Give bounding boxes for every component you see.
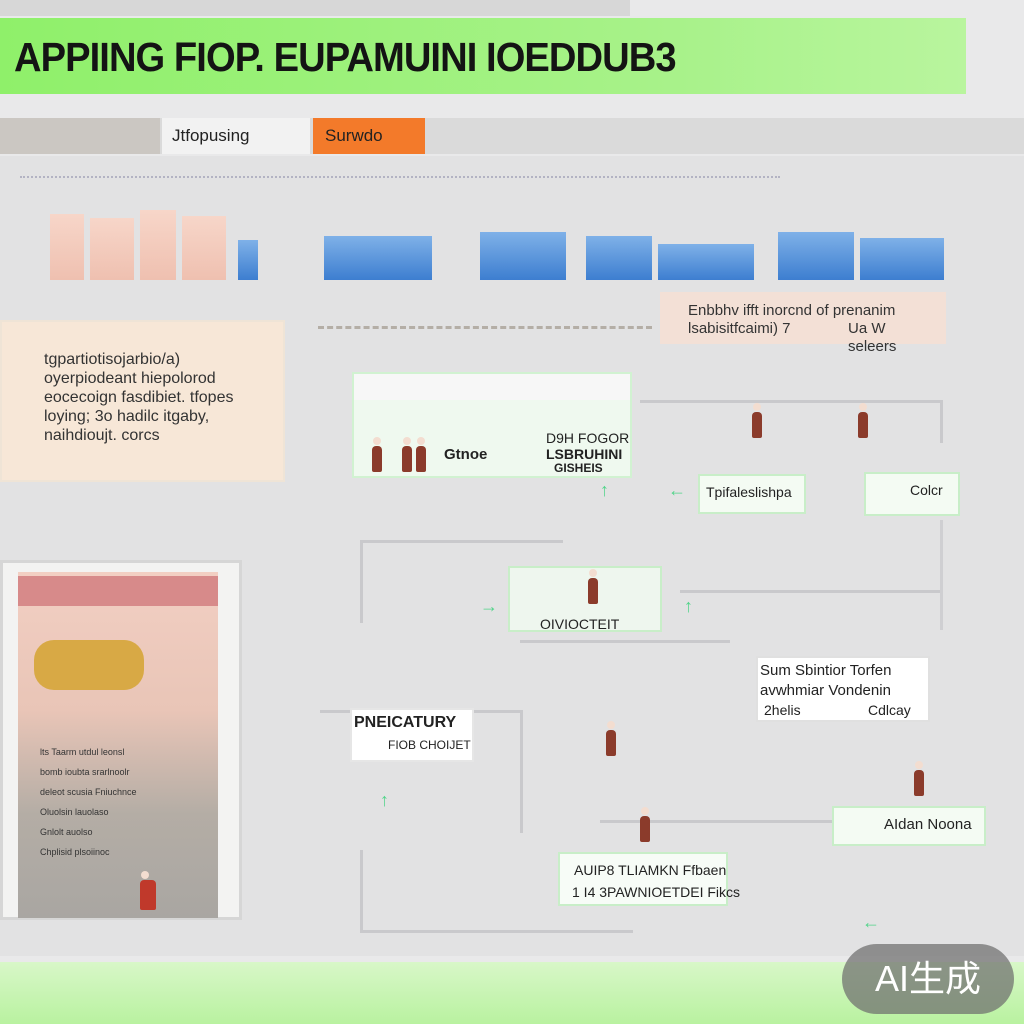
bar-decor <box>480 232 566 280</box>
node-label: D9H FOGOR <box>546 430 630 446</box>
node-label: 1 I4 3PAWNIOETDEI Fikcs <box>572 884 741 900</box>
divider <box>318 326 652 329</box>
node-top-center[interactable]: Gtnoe D9H FOGOR LSBRUHINI GISHEIS <box>352 372 632 478</box>
info-text: tgpartiotisojarbio/a) oyerpiodeant hiepo… <box>44 350 284 445</box>
node-right-b[interactable]: Colcr <box>864 472 960 516</box>
info-box <box>0 320 285 482</box>
node-bottom-center[interactable]: AUIP8 TLIAMKN Ffbaen 1 I4 3PAWNIOETDEI F… <box>558 852 740 906</box>
node-band <box>354 374 630 400</box>
picture-line: Gnlolt auolso <box>40 827 93 837</box>
info-line: tgpartiotisojarbio/a) <box>44 351 181 368</box>
illustration <box>18 572 218 918</box>
arrow-icon: ↑ <box>380 790 389 810</box>
person-icon <box>914 761 924 796</box>
bar-decor <box>50 214 84 280</box>
bar-decor <box>860 238 944 280</box>
person-icon <box>752 403 762 438</box>
info-line: eocecoign fasdibiet. tfopes <box>44 389 234 406</box>
node-label: AUIP8 TLIAMKN Ffbaen <box>574 862 727 878</box>
node-label: PNEICATURY <box>354 714 457 731</box>
tab-1[interactable]: Jtfopusing <box>162 118 310 154</box>
page-title: APPIING FIOP. EUPAMUINI IOEDDUB3 <box>14 34 677 80</box>
house-roof-illustration <box>18 576 218 606</box>
note-line-3: Ua W seleers <box>848 320 897 355</box>
top-strip <box>0 0 630 16</box>
bar-decor <box>778 232 854 280</box>
bar-decor <box>586 236 652 280</box>
note-box <box>660 292 946 344</box>
node-bottom-right[interactable]: AIdan Noona <box>832 806 986 846</box>
connector <box>360 540 563 623</box>
node-right-mid[interactable]: Sum Sbintior Torfen avwhmiar Vondenin 2h… <box>756 656 930 722</box>
person-icon <box>402 437 412 472</box>
connector <box>640 400 943 443</box>
note-line-1: Enbbhv ifft inorcnd of prenanim <box>688 302 896 319</box>
node-left-mid[interactable]: PNEICATURY FIOB CHOIJET <box>350 708 474 762</box>
person-icon <box>588 569 598 604</box>
person-icon <box>858 403 868 438</box>
picture-line: lts Taarm utdul leonsl <box>40 747 125 757</box>
person-icon <box>416 437 426 472</box>
arrow-icon: ← <box>862 912 880 932</box>
person-icon <box>640 807 650 842</box>
bar-decor <box>90 218 134 280</box>
bar-strip <box>30 180 960 280</box>
picture-line: deleot scusia Fniuchnce <box>40 787 137 797</box>
info-line: loying; 3o hadilc itgaby, <box>44 408 210 425</box>
illustration-decor <box>34 640 144 690</box>
info-line: oyerpiodeant hiepolorod <box>44 370 216 387</box>
info-line: naihdioujt. corcs <box>44 427 160 444</box>
connector <box>940 520 943 630</box>
connector <box>360 850 633 933</box>
node-label: LSBRUHINI <box>546 446 623 462</box>
arrow-icon: ← <box>668 480 686 500</box>
arrow-icon: ↑ <box>600 480 609 500</box>
node-center[interactable]: OIVIOCTEIT <box>508 566 662 632</box>
node-label: 2helis <box>764 702 801 718</box>
picture-line: bomb ioubta srarlnoolr <box>40 767 130 777</box>
node-right-a[interactable]: Tpifaleslishpa <box>698 474 806 514</box>
node-label: avwhmiar Vondenin <box>760 682 891 699</box>
arrow-icon: → <box>480 596 498 616</box>
connector <box>520 640 730 703</box>
node-label: GISHEIS <box>554 461 603 475</box>
bar-decor <box>140 210 176 280</box>
picture-line: Oluolsin lauolaso <box>40 807 109 817</box>
picture-line: Chplisid plsoiinoc <box>40 847 110 857</box>
note-text: Enbbhv ifft inorcnd of prenanim lsabisit… <box>688 302 938 355</box>
node-label: AIdan Noona <box>884 816 972 833</box>
connector <box>680 590 943 623</box>
node-label: Colcr <box>910 482 943 498</box>
dotted-line <box>20 176 780 178</box>
node-label: Sum Sbintior Torfen <box>760 662 892 679</box>
person-icon <box>140 871 156 910</box>
bar-decor <box>324 236 432 280</box>
ai-generated-badge: AI生成 <box>842 944 1014 1014</box>
connector <box>600 820 940 853</box>
node-label: Gtnoe <box>444 446 488 463</box>
bar-decor <box>182 216 226 280</box>
picture-text: lts Taarm utdul leonsl bomb ioubta srarl… <box>40 742 210 862</box>
arrow-icon: ↑ <box>684 596 693 616</box>
tab-spacer <box>0 118 160 154</box>
node-label: OIVIOCTEIT <box>540 616 620 632</box>
header-bar <box>0 18 966 94</box>
note-line-2: lsabisitfcaimi) 7 <box>688 320 791 337</box>
person-icon <box>372 437 382 472</box>
tab-2[interactable]: Surwdo <box>313 118 425 154</box>
bar-decor <box>238 240 258 280</box>
node-label: Cdlcay <box>868 702 911 718</box>
person-icon <box>606 721 616 756</box>
node-label: FIOB CHOIJET <box>388 738 471 752</box>
node-label: Tpifaleslishpa <box>706 484 792 500</box>
bar-decor <box>658 244 754 280</box>
